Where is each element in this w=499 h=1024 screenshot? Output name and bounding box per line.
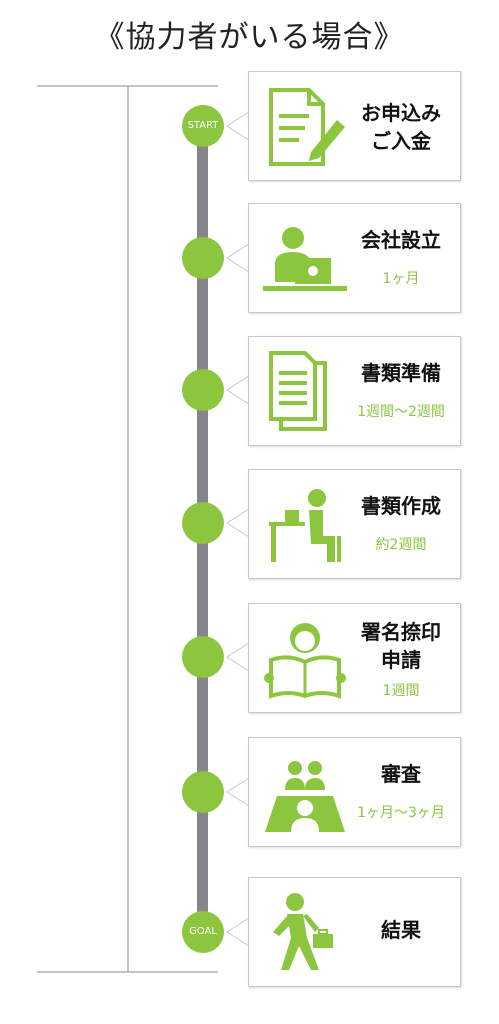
page-title: 《協力者がいる場合》 xyxy=(94,20,405,55)
step-card-doc-prep: 書類準備 1週間〜2週間 xyxy=(248,336,461,446)
timeline-node xyxy=(182,636,224,678)
step-label: 署名捺印 申請 xyxy=(361,620,441,672)
businessman-walking-icon xyxy=(273,893,333,970)
card-pointer xyxy=(226,111,250,141)
person-laptop-icon xyxy=(263,227,347,291)
goal-node-label: GOAL xyxy=(189,926,217,937)
step-card-signature: 署名捺印 申請 1週間 xyxy=(248,603,461,713)
step-label: 結果 xyxy=(381,918,421,942)
card-pointer xyxy=(226,508,250,538)
card-pointer xyxy=(226,777,250,807)
step-label: 書類作成 xyxy=(361,494,441,518)
timeline-node xyxy=(182,771,224,813)
step-duration: 1週間〜2週間 xyxy=(357,404,445,420)
timeline-node xyxy=(182,502,224,544)
timeline-node-goal xyxy=(182,911,224,953)
person-desk-icon xyxy=(269,489,341,562)
step-card-company-setup: 会社設立 1ヶ月 xyxy=(248,203,461,313)
step-label: 書類準備 xyxy=(361,361,441,385)
step-duration: 約2週間 xyxy=(375,537,427,553)
step-duration: 1ヶ月 xyxy=(382,271,420,287)
timeline-node xyxy=(182,369,224,411)
document-pen-icon xyxy=(269,88,345,166)
timeline-node xyxy=(182,237,224,279)
interview-icon xyxy=(265,761,345,832)
step-label: お申込み ご入金 xyxy=(361,101,441,153)
step-label: 審査 xyxy=(381,762,421,786)
step-label: 会社設立 xyxy=(361,228,441,252)
step-card-application: お申込み ご入金 xyxy=(248,71,461,181)
start-node-label: START xyxy=(187,120,219,131)
card-pointer xyxy=(226,642,250,672)
step-card-review: 審査 1ヶ月〜3ヶ月 xyxy=(248,737,461,847)
card-pointer xyxy=(226,917,250,947)
documents-icon xyxy=(269,351,327,431)
person-reading-icon xyxy=(264,623,346,699)
step-card-doc-creation: 書類作成 約2週間 xyxy=(248,469,461,579)
step-card-result: 結果 xyxy=(248,877,461,987)
card-pointer xyxy=(226,375,250,405)
timeline-node-start xyxy=(182,105,224,147)
card-pointer xyxy=(226,243,250,273)
step-duration: 1ヶ月〜3ヶ月 xyxy=(357,805,445,821)
step-duration: 1週間 xyxy=(382,683,420,699)
